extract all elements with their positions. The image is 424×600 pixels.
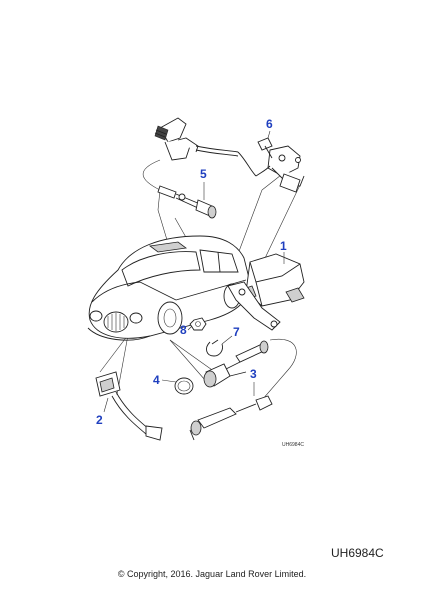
illustration-code-small: UH6984C — [282, 442, 304, 448]
control-module — [227, 253, 305, 331]
callout-6: 6 — [266, 117, 273, 131]
sensor-cable-assembly — [174, 340, 273, 441]
illustration-code: UH6984C — [331, 546, 384, 560]
car-illustration — [87, 235, 251, 341]
callout-1: 1 — [280, 239, 287, 253]
copyright-notice: © Copyright, 2016. Jaguar Land Rover Lim… — [117, 569, 307, 579]
nut-part — [189, 317, 207, 331]
callout-labels: 1 2 3 4 5 6 7 8 — [96, 117, 287, 427]
retaining-clip — [206, 339, 223, 357]
upper-harness-assembly — [154, 117, 305, 219]
callout-7: 7 — [233, 325, 240, 339]
leader-lines — [99, 159, 301, 401]
callout-4: 4 — [153, 373, 160, 387]
callout-2: 2 — [96, 413, 103, 427]
callout-8: 8 — [180, 323, 187, 337]
callout-5: 5 — [200, 167, 207, 181]
left-sensor-connector — [95, 371, 163, 441]
callout-3: 3 — [250, 367, 257, 381]
